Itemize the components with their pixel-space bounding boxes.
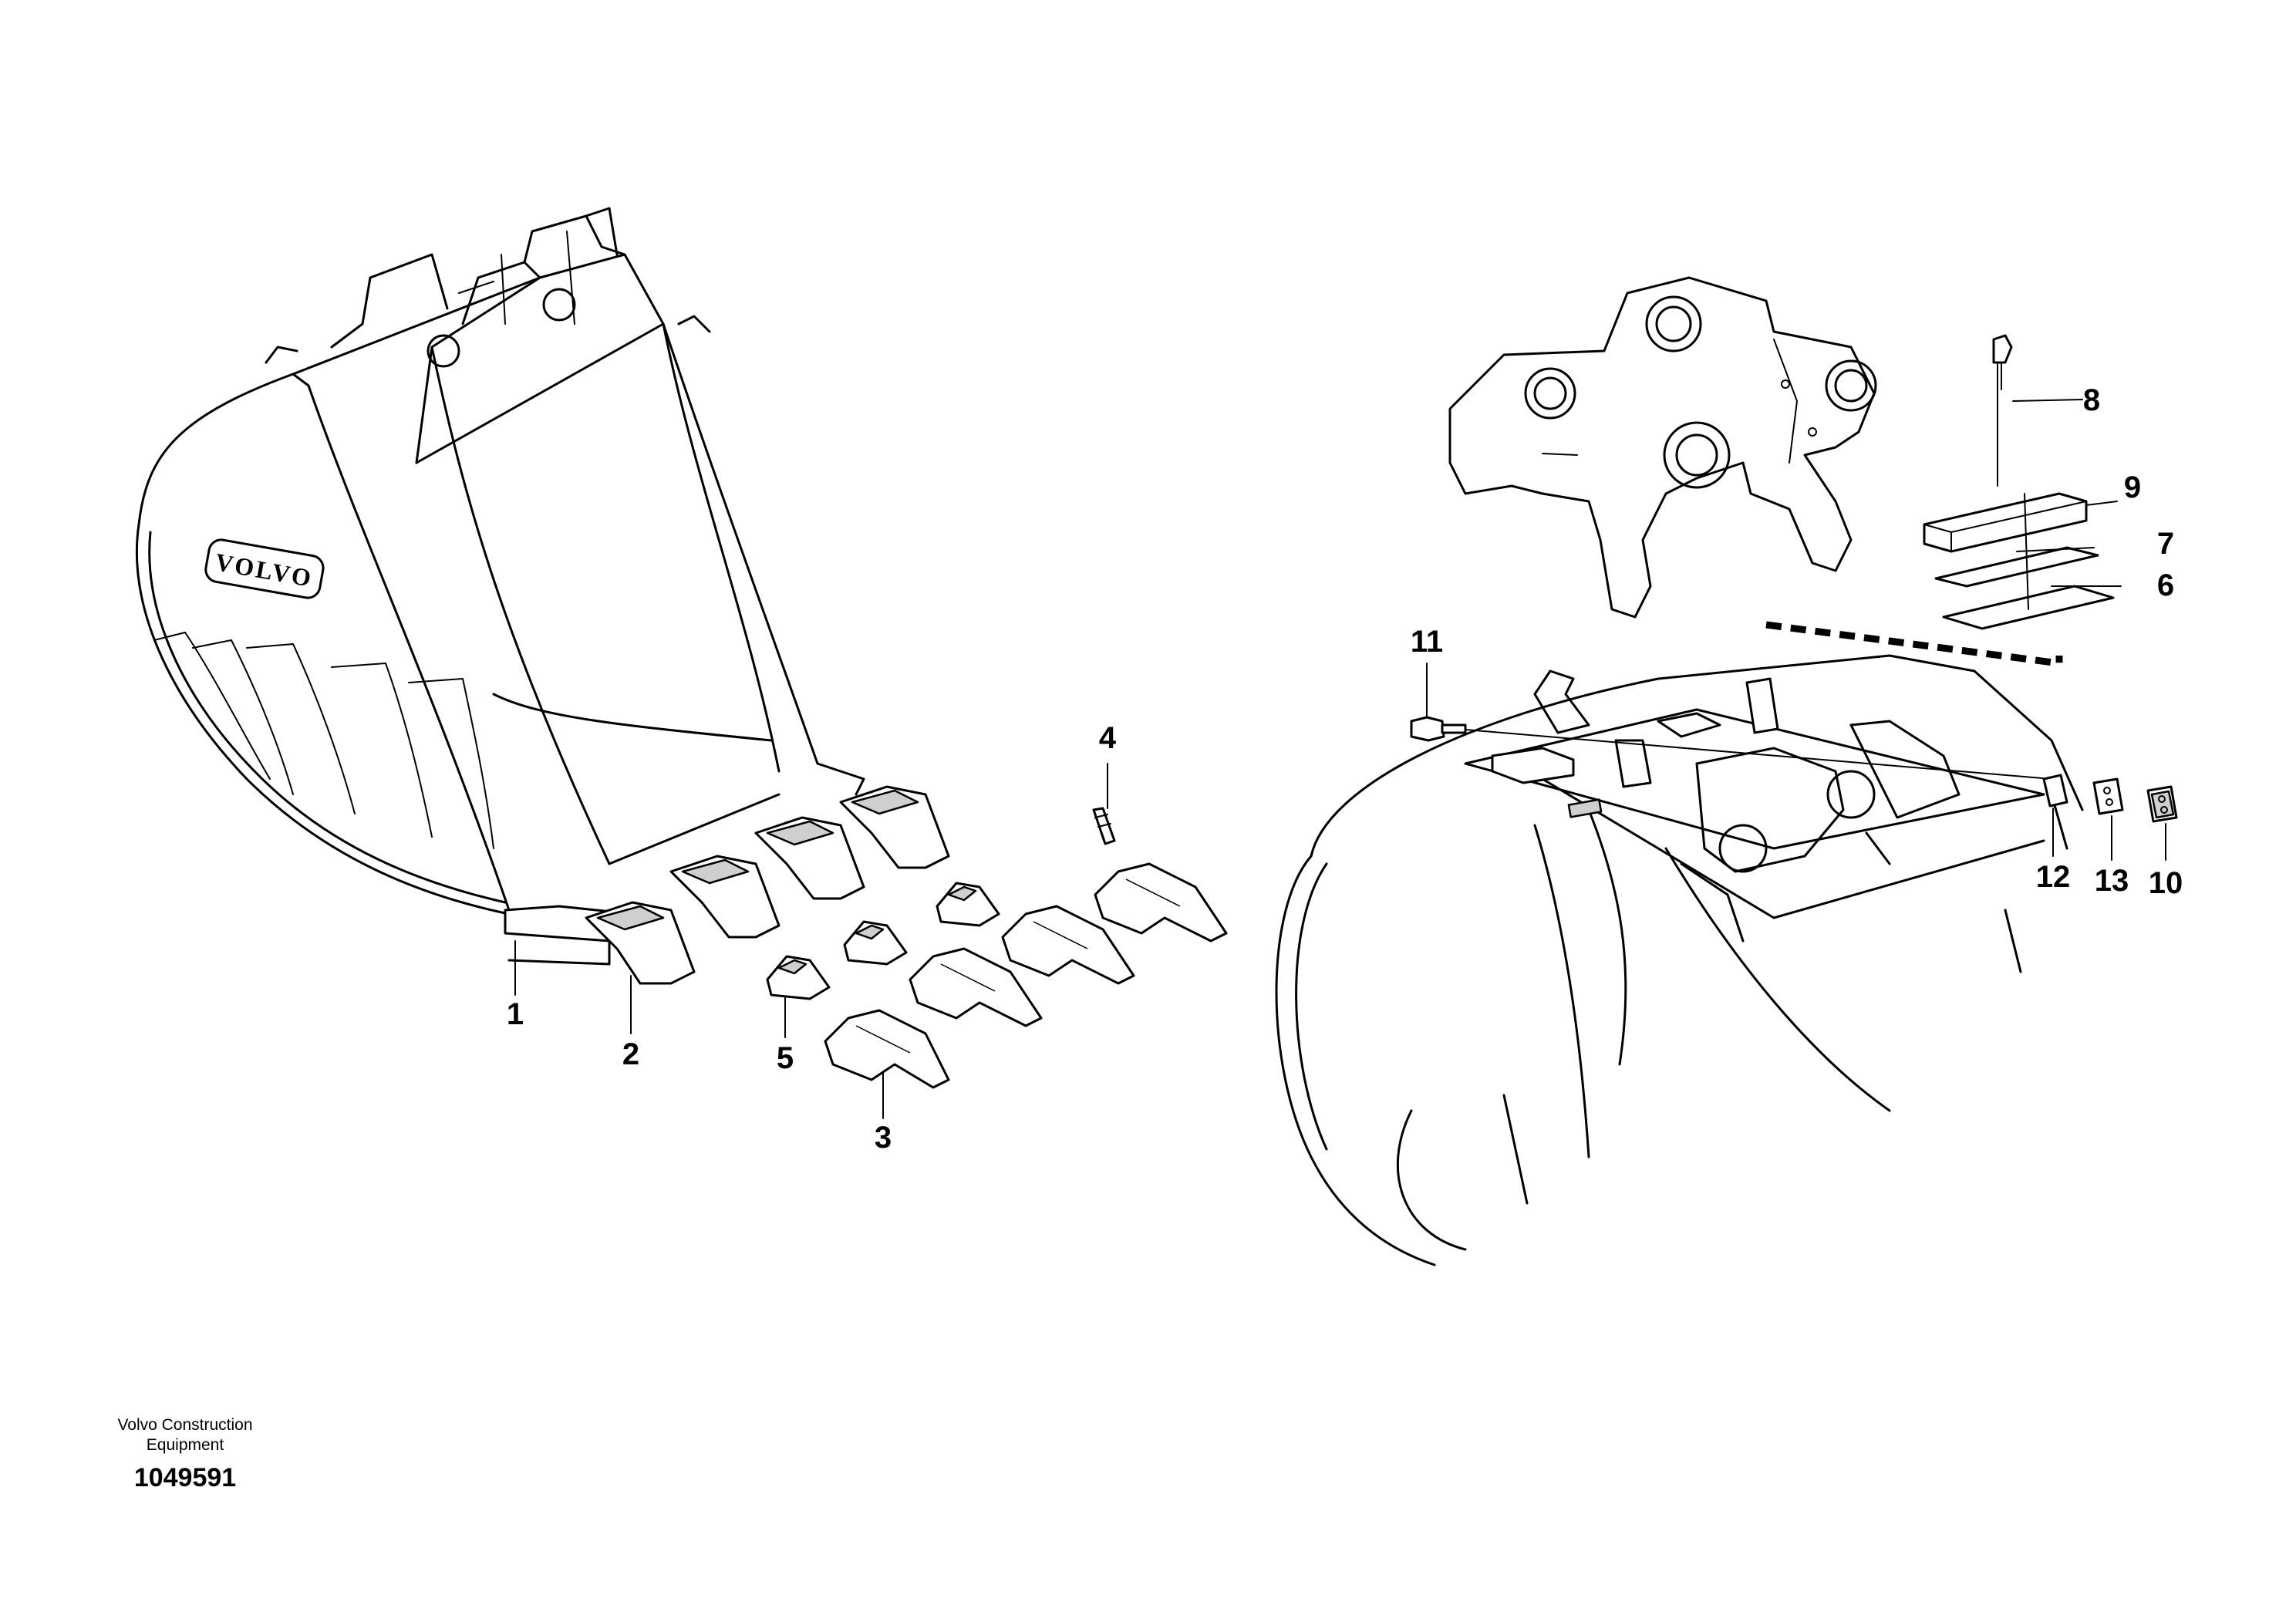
shim-stack — [1923, 334, 2115, 630]
tooth-adapters — [585, 785, 950, 985]
callout-4: 4 — [1099, 721, 1117, 755]
callout-11: 11 — [1411, 625, 1443, 659]
callout-13: 13 — [2095, 864, 2129, 898]
tooth-pin — [1092, 807, 1116, 845]
nut-plates — [2042, 774, 2178, 823]
callout-8: 8 — [2083, 383, 2100, 417]
callout-labels: 1 2 3 4 5 6 7 8 9 10 11 12 13 — [507, 383, 2183, 1155]
company-line-1: Volvo Construction — [117, 1416, 253, 1434]
bucket-right — [1275, 654, 2084, 1266]
quick-coupler — [1448, 276, 1877, 619]
document-number: 1049591 — [133, 1463, 237, 1492]
callout-5: 5 — [777, 1041, 794, 1075]
callout-9: 9 — [2124, 470, 2141, 504]
callout-3: 3 — [875, 1121, 892, 1155]
callout-12: 12 — [2036, 860, 2071, 894]
callout-7: 7 — [2157, 527, 2174, 561]
callout-1: 1 — [507, 997, 524, 1031]
company-line-2: Equipment — [146, 1436, 224, 1454]
callout-6: 6 — [2157, 568, 2174, 602]
bucket-left: VOLVO — [135, 207, 865, 916]
tooth-locks — [766, 882, 1000, 1000]
dashed-bracket — [1765, 621, 2063, 668]
callout-2: 2 — [622, 1037, 639, 1071]
bucket-teeth — [824, 862, 1228, 1089]
volvo-logo: VOLVO — [204, 538, 325, 599]
leader-lines — [514, 399, 2166, 1119]
footer-caption: Volvo Construction Equipment 1049591 — [85, 1415, 285, 1493]
callout-10: 10 — [2149, 866, 2183, 900]
